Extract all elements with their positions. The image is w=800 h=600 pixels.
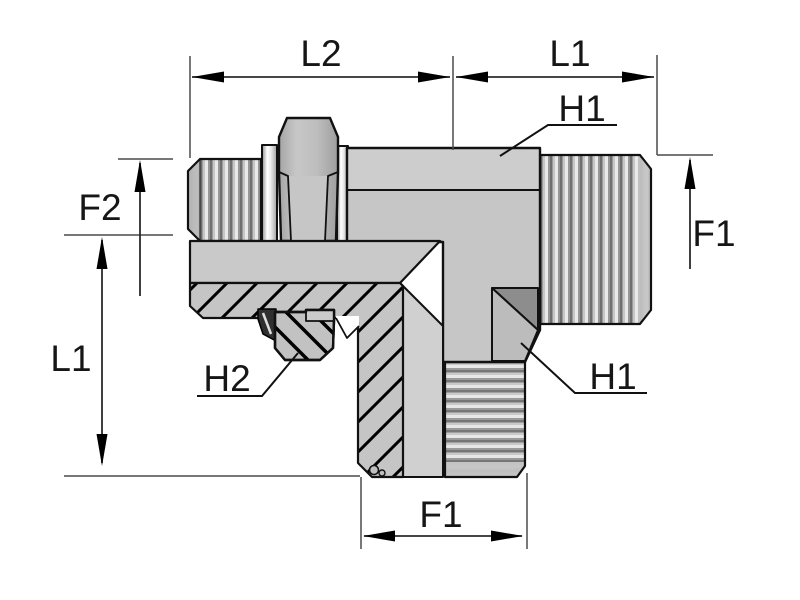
arrow-l1-left-down	[96, 434, 108, 466]
extension-lines	[64, 55, 713, 549]
dim-label-f1-right: F1	[692, 213, 735, 254]
dimension-annotations: L2 L1 H1 F1 F2 L1 H2 H1 F1	[50, 33, 736, 549]
leader-h2	[197, 352, 299, 397]
arrow-l2-left	[192, 71, 224, 83]
left-threaded-port	[186, 157, 263, 243]
leader-lines	[197, 124, 647, 397]
bottom-oring-large	[368, 464, 380, 476]
bottom-threaded-port	[443, 360, 527, 479]
arrow-f2-up	[134, 160, 146, 192]
dim-label-h1-top: H1	[558, 88, 605, 129]
fitting-geometry	[186, 116, 653, 479]
flange-top-face	[188, 239, 442, 285]
main-body	[345, 146, 542, 364]
washer-left	[261, 144, 278, 242]
arrow-l1-right	[622, 71, 654, 83]
leader-h1-bottom	[520, 342, 647, 394]
leader-h1-top	[499, 124, 617, 157]
locknut	[277, 116, 340, 243]
arrow-l2-right	[418, 71, 450, 83]
chamfer-face	[491, 287, 539, 362]
arrow-l1-left	[456, 71, 488, 83]
dim-label-l1-top: L1	[549, 33, 590, 74]
section-cut	[188, 239, 444, 479]
dim-label-h1-bottom: H1	[589, 356, 636, 397]
arrow-f1-right-up	[684, 157, 696, 189]
dim-label-h2: H2	[203, 358, 250, 399]
bottom-oring-small	[378, 469, 386, 477]
dim-label-f2: F2	[78, 187, 121, 228]
right-threaded-port	[538, 153, 653, 326]
dim-label-l2: L2	[300, 33, 341, 74]
dim-label-f1-bottom: F1	[419, 494, 462, 535]
dim-label-l1-left: L1	[50, 338, 91, 379]
arrowheads	[96, 71, 696, 542]
arrow-f1-bottom-left	[363, 530, 395, 542]
arrow-l1-left-up	[96, 237, 108, 269]
relief-notch	[336, 316, 359, 338]
retaining-nut-h2	[273, 308, 336, 362]
oring-seal-section	[257, 308, 277, 342]
arrow-f1-bottom-right	[491, 530, 523, 542]
